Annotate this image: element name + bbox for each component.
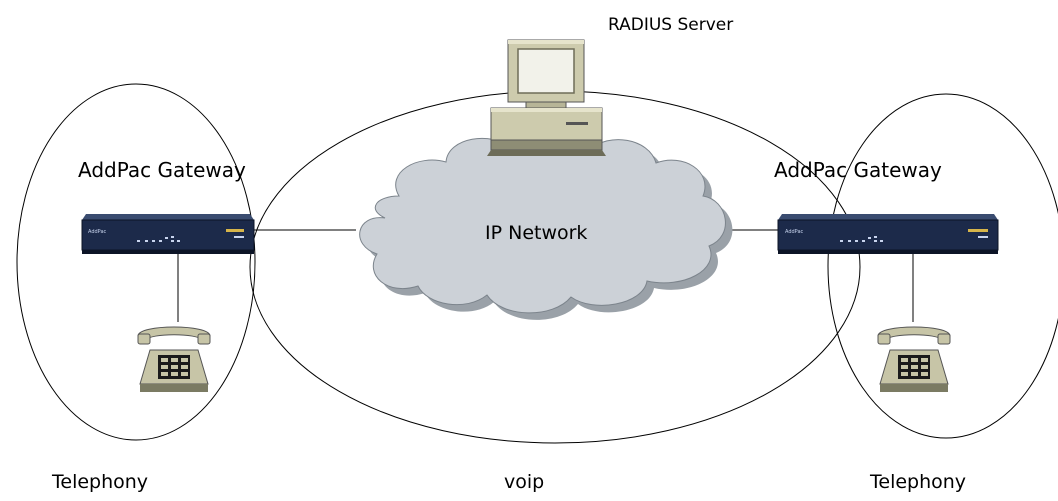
ip-network-label: IP Network xyxy=(485,222,587,244)
telephone-left-icon xyxy=(137,326,211,392)
gateway-right-label: AddPac Gateway xyxy=(774,158,942,182)
radius-server-label: RADIUS Server xyxy=(608,15,733,35)
telephony-right-label: Telephony xyxy=(869,471,966,493)
radius-server-computer-icon xyxy=(487,39,606,156)
gateway-device-left-icon: AddPac xyxy=(81,214,255,254)
gateway-right-brand: AddPac xyxy=(785,229,804,235)
gateway-device-right-icon: AddPac xyxy=(777,214,999,254)
connection-lines xyxy=(177,229,914,322)
telephony-left-label: Telephony xyxy=(51,471,148,493)
ip-network-cloud xyxy=(359,132,733,320)
voip-label: voip xyxy=(504,471,544,493)
telephony-zone-left xyxy=(16,83,256,441)
telephone-right-icon xyxy=(877,326,951,392)
gateway-left-brand: AddPac xyxy=(88,229,107,235)
gateway-left-label: AddPac Gateway xyxy=(78,158,246,182)
telephony-zone-right xyxy=(827,93,1058,439)
